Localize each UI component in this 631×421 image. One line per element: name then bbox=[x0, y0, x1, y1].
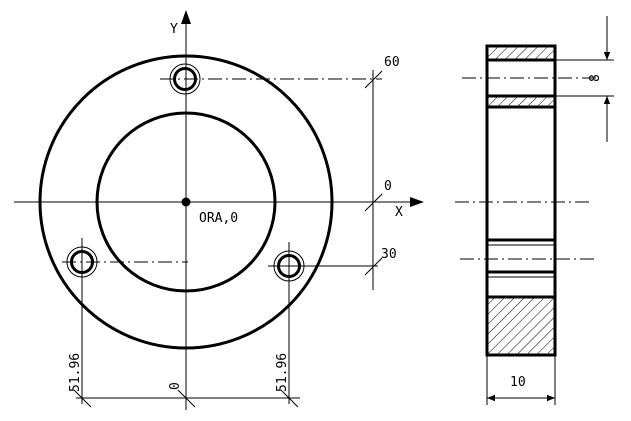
tick-0-x bbox=[177, 389, 196, 408]
dim-y-bottom-label: 30 bbox=[381, 247, 397, 262]
outer-circle bbox=[38, 54, 334, 350]
hatch-bottom bbox=[487, 297, 555, 355]
dim-thickness-label: 10 bbox=[510, 375, 526, 390]
dim-y-zero-label: 0 bbox=[384, 179, 392, 194]
dim-x-right-label: 51.96 bbox=[275, 353, 290, 392]
dim-y-top-label: 60 bbox=[384, 55, 400, 70]
hatch-top-lower bbox=[487, 96, 555, 107]
origin-point bbox=[181, 197, 191, 207]
y-axis-arrow bbox=[181, 10, 191, 24]
hole-top bbox=[160, 63, 382, 95]
dim-hole-label: 8 bbox=[588, 74, 603, 82]
side-outline bbox=[485, 44, 557, 357]
dim-x-zero-label: 0 bbox=[168, 382, 183, 390]
hatch-top bbox=[487, 46, 555, 60]
tick-right bbox=[280, 389, 299, 408]
tick-0-y bbox=[364, 193, 383, 212]
origin-label: ORA,0 bbox=[199, 211, 238, 226]
y-axis-label: Y bbox=[170, 22, 178, 37]
front-view: X Y ORA,0 60 0 bbox=[14, 10, 424, 410]
side-view: 8 10 bbox=[455, 16, 614, 405]
x-axis-label: X bbox=[395, 205, 403, 220]
x-axis-arrow bbox=[410, 197, 424, 207]
tick-30 bbox=[364, 257, 383, 276]
hole-left bbox=[62, 238, 188, 404]
dim-x-left-label: 51.96 bbox=[68, 353, 83, 392]
tick-60 bbox=[364, 70, 383, 89]
hole-right bbox=[268, 242, 378, 404]
tick-left bbox=[73, 389, 92, 408]
inner-bore-circle bbox=[95, 111, 277, 293]
